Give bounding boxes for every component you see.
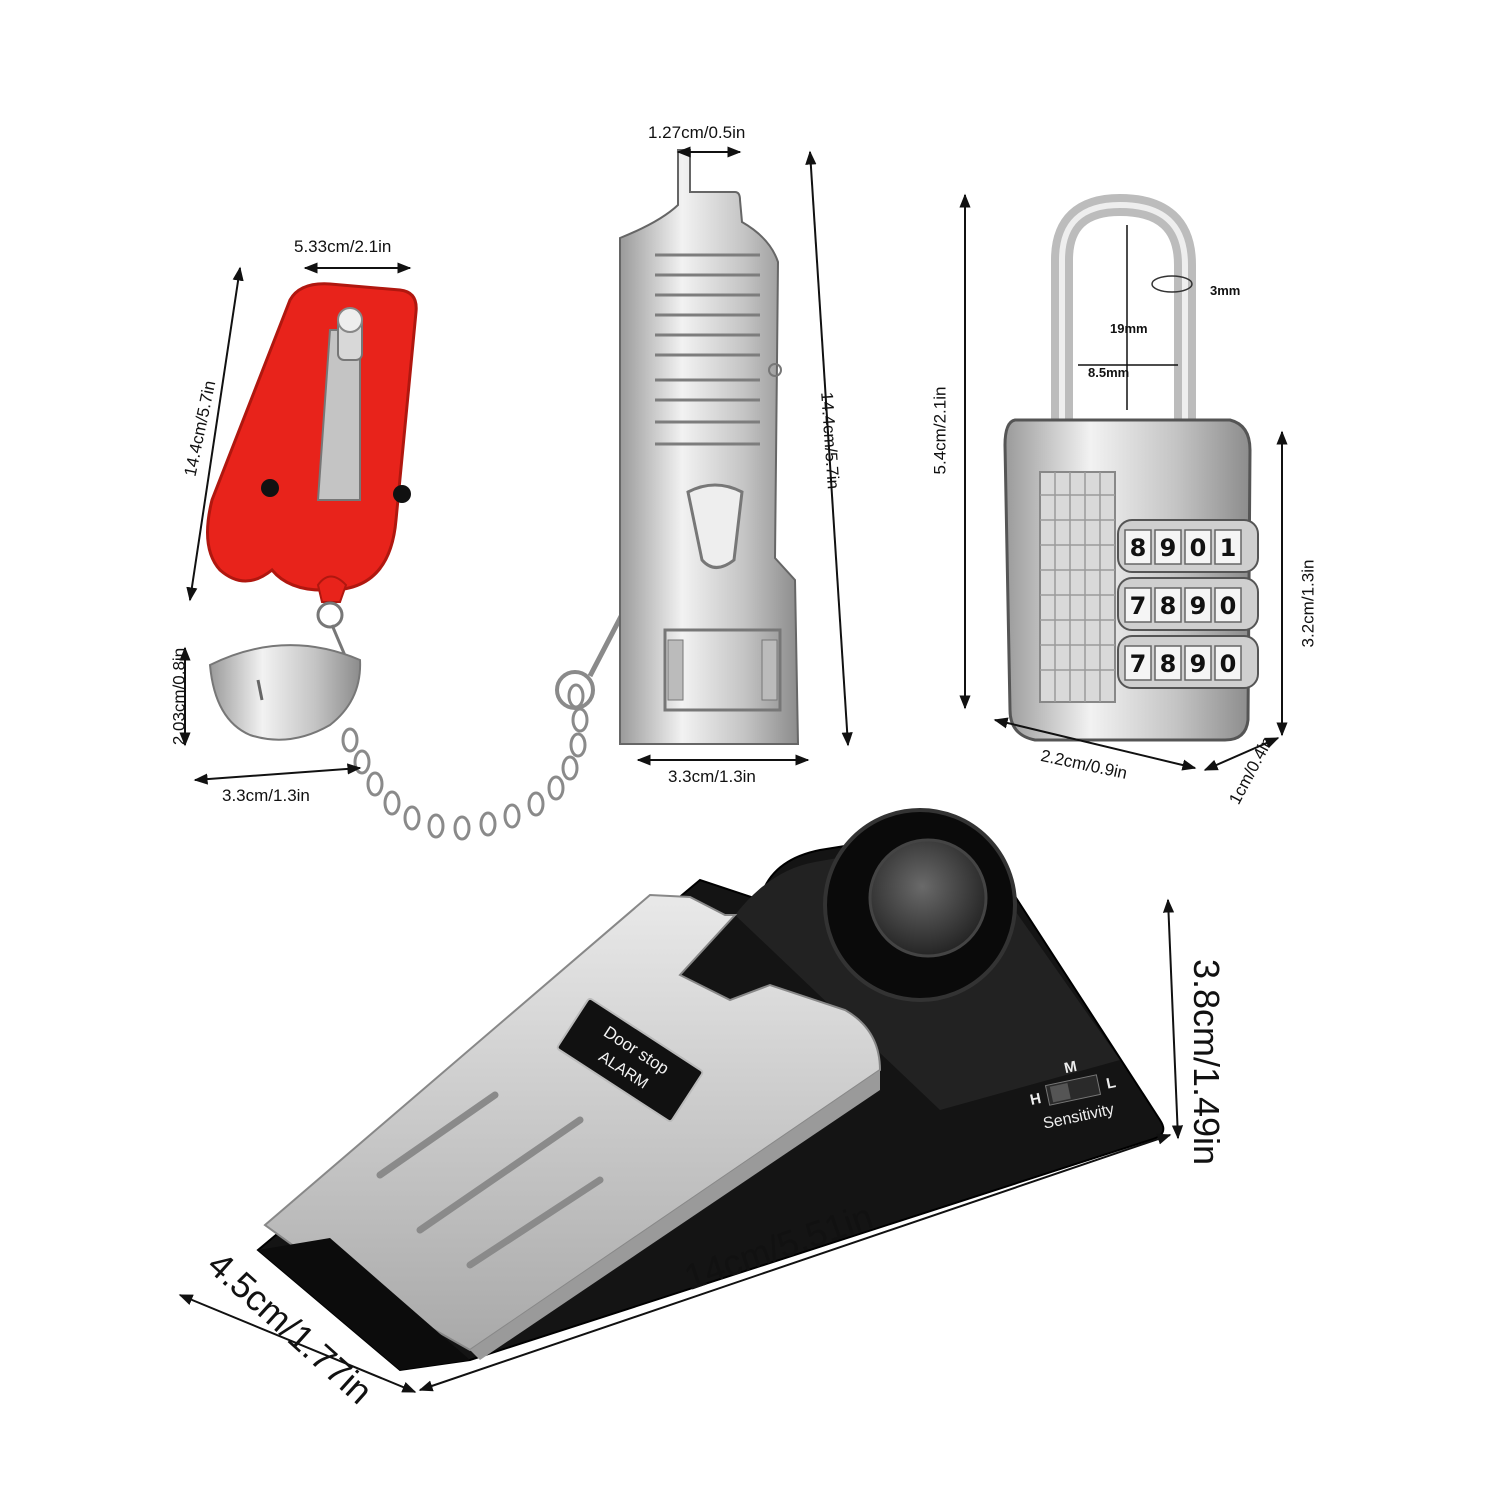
padlock-height-label: 5.4cm/2.1in xyxy=(930,386,950,475)
dial-2-digit-3: 9 xyxy=(1190,592,1207,620)
dial-3-digit-1: 7 xyxy=(1130,650,1147,678)
badge: Door stop ALARM xyxy=(556,997,704,1123)
plate-bracket xyxy=(663,628,782,712)
portable-door-lock xyxy=(206,282,663,841)
dial-2-digit-4: 0 xyxy=(1220,592,1237,620)
hook-height-label: 2.03cm/0.8in xyxy=(169,647,189,746)
dial-1-digit-3: 0 xyxy=(1190,534,1207,562)
plate-width-label: 3.3cm/1.3in xyxy=(668,767,756,786)
slider-pin xyxy=(337,307,363,333)
padlock-body-height-label: 3.2cm/1.3in xyxy=(1298,559,1318,648)
chain xyxy=(341,571,663,841)
padlock-grid xyxy=(1039,471,1116,703)
hook-plate xyxy=(208,644,362,741)
switch-label-l: L xyxy=(1105,1074,1118,1093)
switch-knob xyxy=(1049,1083,1071,1103)
dial-3-digit-2: 8 xyxy=(1160,650,1177,678)
dial-3-digit-3: 9 xyxy=(1190,650,1207,678)
lock-tab xyxy=(316,575,348,603)
dial-1-digit-4: 1 xyxy=(1220,534,1237,562)
dial-2-digit-1: 7 xyxy=(1130,592,1147,620)
dial-1-digit-1: 8 xyxy=(1130,534,1147,562)
plate-cutout xyxy=(686,483,744,569)
lock-top-width-label: 5.33cm/2.1in xyxy=(294,237,392,256)
shackle-diameter-label: 3mm xyxy=(1210,283,1241,298)
screw-hole-left xyxy=(261,479,279,497)
dial-wheels: 8 9 0 1 7 8 9 0 7 8 9 0 xyxy=(1117,519,1259,689)
switch-label-m: M xyxy=(1063,1058,1079,1077)
dimension-lines xyxy=(178,146,1288,1393)
shackle-height-label: 19mm xyxy=(1110,321,1148,336)
combination-padlock: 8 9 0 1 7 8 9 0 7 8 9 0 xyxy=(1003,193,1259,742)
switch-label-h: H xyxy=(1029,1090,1043,1109)
red-lock-body xyxy=(206,282,418,592)
plate-body xyxy=(619,149,800,745)
alarm-button xyxy=(868,838,988,958)
lock-ring xyxy=(316,601,344,629)
dial-2-digit-2: 8 xyxy=(1160,592,1177,620)
plate-hole xyxy=(768,363,782,377)
door-plate xyxy=(619,149,800,745)
plate-slots xyxy=(655,253,760,446)
shackle-width-label: 8.5mm xyxy=(1088,365,1130,380)
dial-3-digit-4: 0 xyxy=(1220,650,1237,678)
dial-1-digit-2: 9 xyxy=(1160,534,1177,562)
plate-tab-width-label: 1.27cm/0.5in xyxy=(648,123,746,142)
lock-bottom-width-label: 3.3cm/1.3in xyxy=(222,786,310,805)
screw-hole-right xyxy=(393,485,411,503)
alarm-height-label: 3.8cm/1.49in xyxy=(1186,958,1227,1166)
